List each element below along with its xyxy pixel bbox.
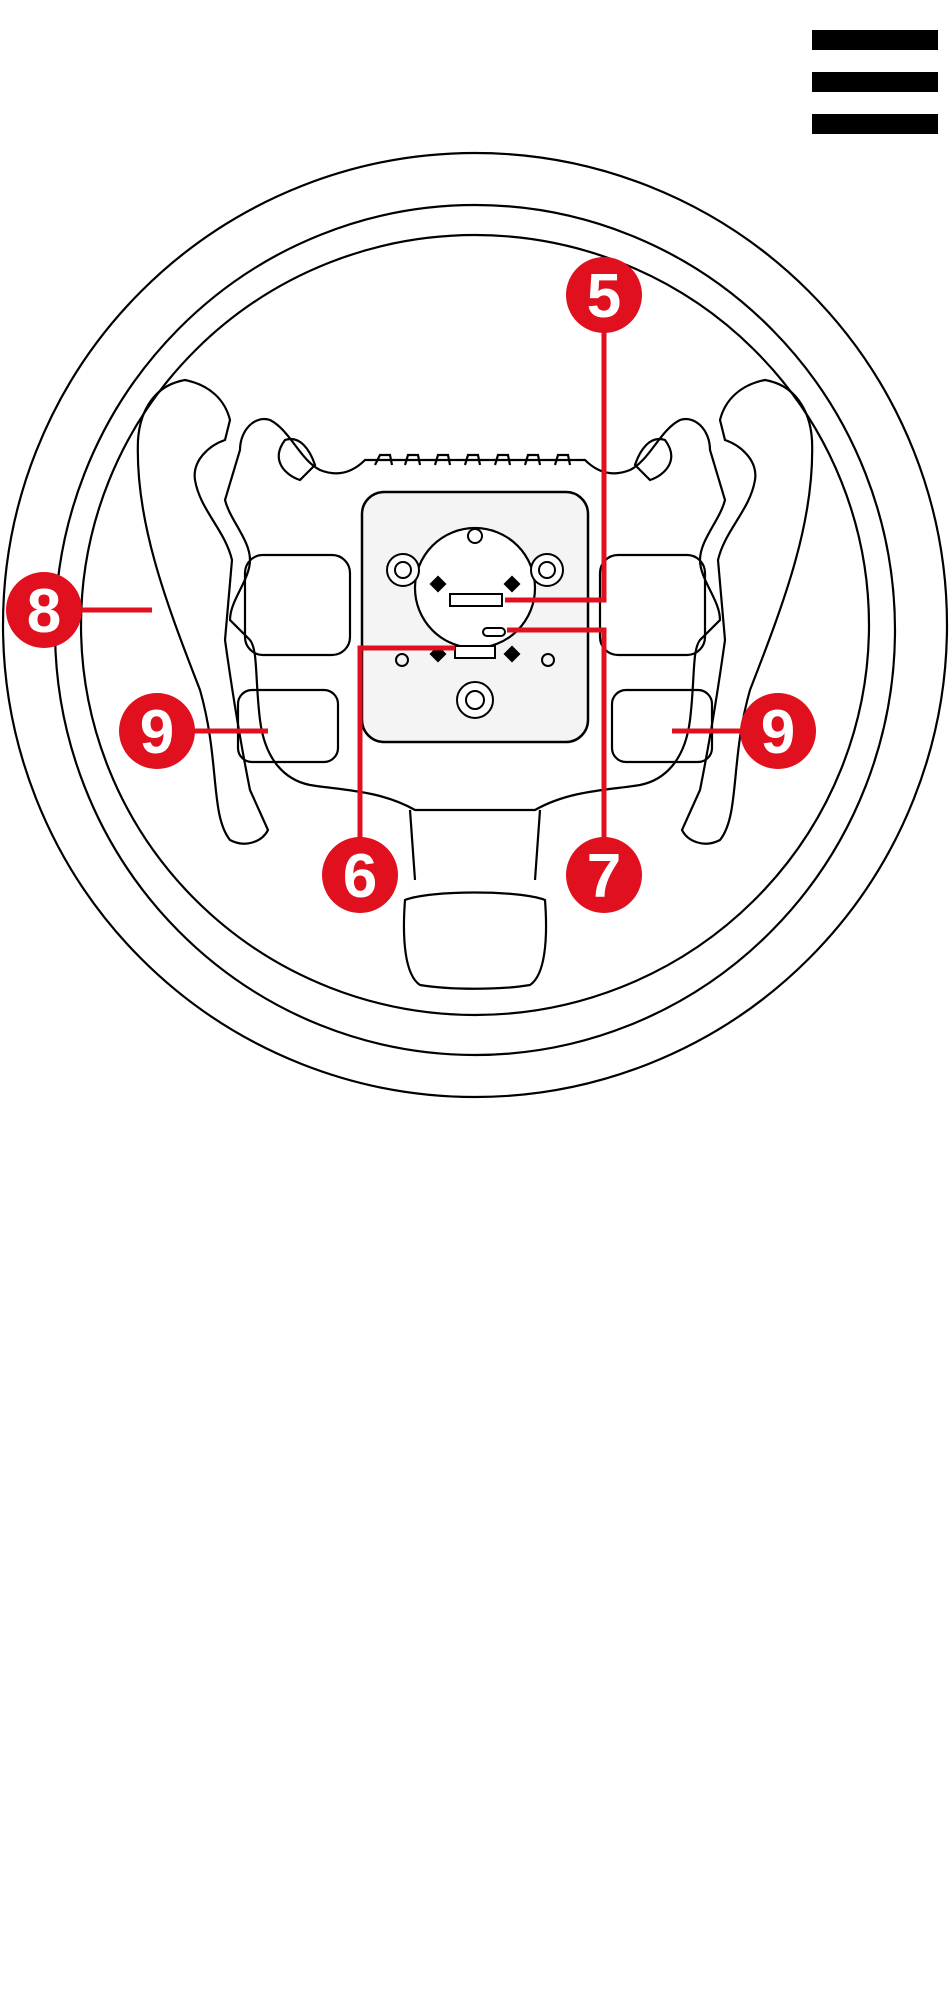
callout-9-right-label: 9 xyxy=(761,698,795,767)
connector-port-5 xyxy=(450,594,502,606)
callout-9-right: 9 xyxy=(740,693,816,769)
paddle-left xyxy=(138,380,268,844)
body-vent-right xyxy=(635,439,671,480)
usb-c-port-7 xyxy=(483,628,505,636)
callout-6: 6 xyxy=(322,837,398,913)
callout-7-label: 7 xyxy=(587,842,621,911)
grip-pad-right xyxy=(600,555,705,655)
callout-9-left: 9 xyxy=(119,693,195,769)
lower-spoke xyxy=(410,810,540,880)
rear-recess-left xyxy=(238,690,338,762)
quick-release-hub xyxy=(362,492,588,742)
callout-5-label: 5 xyxy=(587,262,621,331)
grip-pad-left xyxy=(245,555,350,655)
hub-bolt-bottom xyxy=(457,682,493,718)
callout-9-left-label: 9 xyxy=(140,698,174,767)
steering-wheel-diagram: 5 6 7 8 9 9 xyxy=(0,0,950,1100)
rear-recess-right xyxy=(612,690,712,762)
hub-bolt-left xyxy=(387,554,419,586)
body-vent-left xyxy=(279,439,315,480)
callout-8: 8 xyxy=(6,572,82,648)
callout-6-label: 6 xyxy=(343,842,377,911)
paddle-right xyxy=(682,380,812,844)
connector-port-6 xyxy=(455,646,495,658)
callout-7: 7 xyxy=(566,837,642,913)
lower-spoke-grip xyxy=(404,893,546,989)
callout-8-label: 8 xyxy=(27,577,61,646)
hub-bolt-right xyxy=(531,554,563,586)
callout-5: 5 xyxy=(566,257,642,333)
